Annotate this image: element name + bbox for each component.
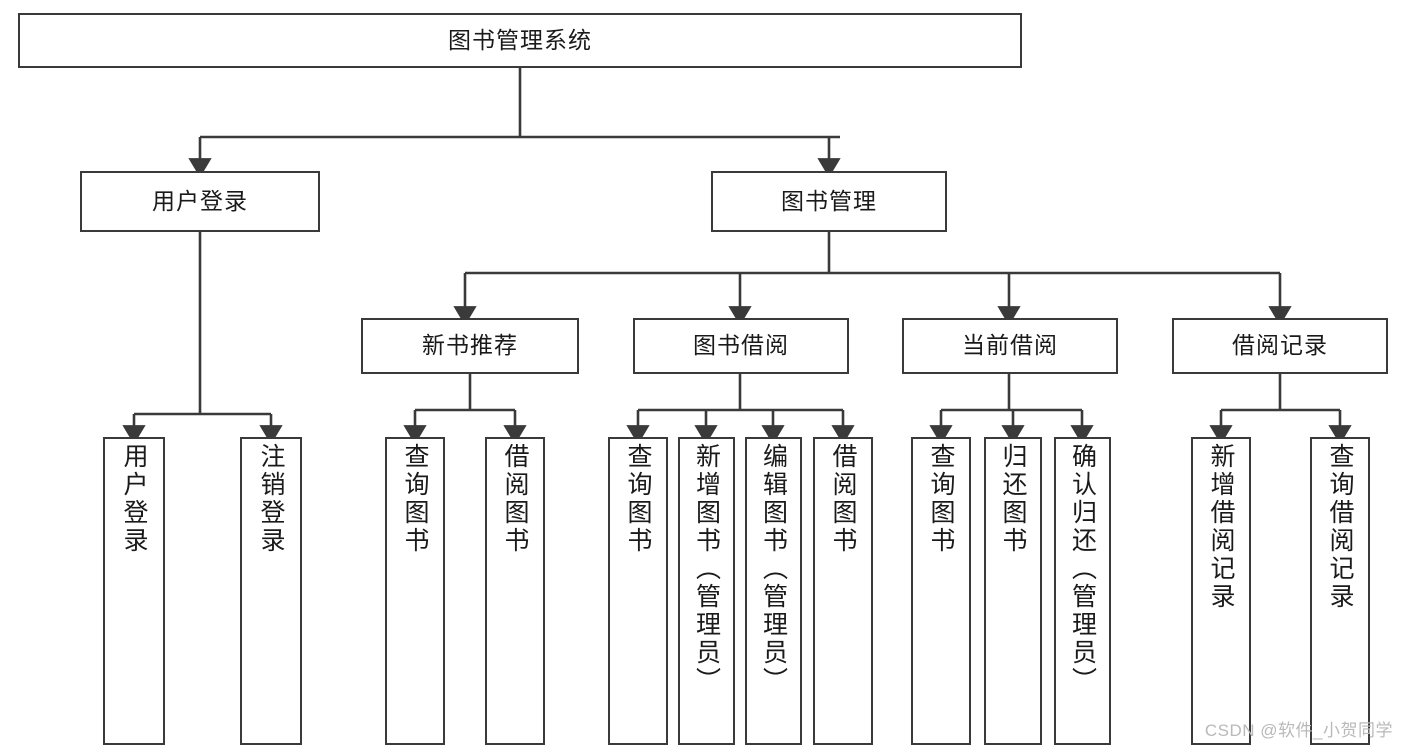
node-leaf-query-book-2[interactable]: 查询图书: [608, 437, 668, 745]
node-label: 用户登录: [152, 187, 248, 214]
node-label: 借阅图书: [829, 443, 857, 555]
node-leaf-user-login[interactable]: 用户登录: [103, 437, 165, 745]
node-label: 注销登录: [257, 443, 285, 555]
node-root-book-management-system[interactable]: 图书管理系统: [18, 13, 1022, 68]
node-label: 查询图书: [927, 443, 955, 555]
node-new-book-recommendation[interactable]: 新书推荐: [361, 318, 579, 374]
node-label: 图书管理系统: [448, 26, 592, 53]
node-label: 查询图书: [401, 443, 429, 555]
node-label: 用户登录: [120, 443, 148, 555]
node-label: 查询借阅记录: [1326, 443, 1354, 611]
node-leaf-add-borrow-record[interactable]: 新增借阅记录: [1191, 437, 1251, 745]
node-leaf-edit-book-admin[interactable]: 编辑图书（管理员）: [745, 437, 802, 745]
node-label: 借阅图书: [501, 443, 529, 555]
node-leaf-add-book-admin[interactable]: 新增图书（管理员）: [678, 437, 735, 745]
node-label: 归还图书: [999, 443, 1027, 555]
node-user-login[interactable]: 用户登录: [80, 171, 320, 232]
node-book-borrowing[interactable]: 图书借阅: [633, 318, 849, 374]
node-label: 新增借阅记录: [1207, 443, 1235, 611]
node-leaf-borrow-book-1[interactable]: 借阅图书: [485, 437, 545, 745]
node-leaf-query-book-3[interactable]: 查询图书: [911, 437, 971, 745]
node-label: 编辑图书（管理员）: [759, 443, 788, 695]
node-label: 新增图书（管理员）: [692, 443, 721, 695]
node-label: 新书推荐: [422, 332, 518, 359]
node-label: 借阅记录: [1232, 332, 1328, 359]
node-borrowing-record[interactable]: 借阅记录: [1172, 318, 1388, 374]
node-leaf-borrow-book-2[interactable]: 借阅图书: [813, 437, 873, 745]
node-current-borrowing[interactable]: 当前借阅: [902, 318, 1118, 374]
node-label: 查询图书: [624, 443, 652, 555]
node-leaf-confirm-return-admin[interactable]: 确认归还（管理员）: [1054, 437, 1111, 745]
node-label: 图书借阅: [693, 332, 789, 359]
node-book-management[interactable]: 图书管理: [711, 171, 947, 232]
node-label: 确认归还（管理员）: [1068, 443, 1097, 695]
csdn-watermark: CSDN @软件_小贺同学: [1204, 721, 1393, 740]
node-leaf-return-book[interactable]: 归还图书: [984, 437, 1042, 745]
node-leaf-query-borrow-record[interactable]: 查询借阅记录: [1310, 437, 1370, 745]
node-label: 当前借阅: [962, 332, 1058, 359]
node-leaf-query-book-1[interactable]: 查询图书: [385, 437, 445, 745]
node-leaf-logout[interactable]: 注销登录: [240, 437, 302, 745]
node-label: 图书管理: [781, 187, 877, 214]
